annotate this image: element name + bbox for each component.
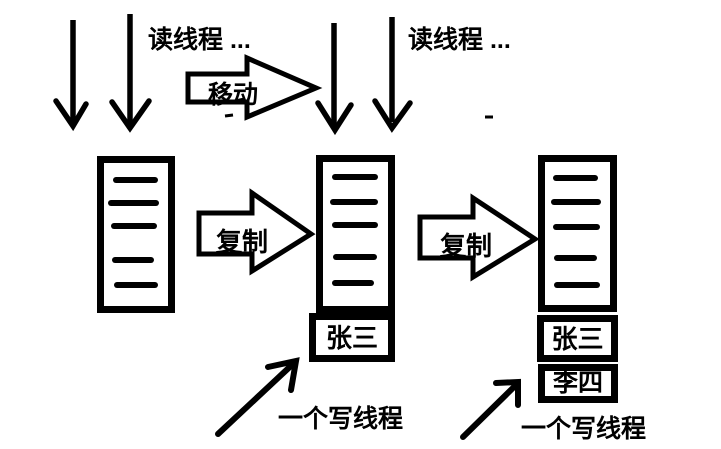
array-slot [333,254,377,260]
array-slot [113,177,158,183]
read-threads-label-left: 读线程 ... [148,26,251,54]
array-stack-first-copy [316,155,395,313]
array-stack-second-copy [538,155,617,312]
array-slot [111,223,157,229]
write-thread-arrow-1 [215,357,300,437]
array-stack-original [97,156,175,313]
array-slot [332,280,374,286]
read-threads-label-middle: 读线程 ... [408,26,511,54]
array-slot [112,257,154,263]
copy-block-arrow-1 [196,188,316,276]
move-block-arrow [185,54,323,121]
write-thread-label-right: 一个写线程 [521,415,647,443]
array-slot [554,282,600,288]
array-slot [332,222,378,228]
copy-block-arrow-2 [417,193,540,282]
read-thread-arrow-3 [315,23,354,136]
array-slot [332,174,378,180]
array-slot [551,199,601,205]
array-slot [114,282,158,288]
copy-arrow-label-2: 复制 [439,231,492,261]
array-slot [108,200,159,206]
cell-label: 张三 [325,322,378,353]
read-thread-arrow-2 [109,14,152,133]
cell-lisi-right: 李四 [538,364,618,403]
read-thread-arrow-4 [372,17,413,133]
cell-zhangsan-right: 张三 [537,315,618,362]
cell-label: 李四 [552,369,603,397]
stray-mark-1 [224,113,234,118]
array-slot [330,199,378,205]
write-thread-arrow-2 [460,378,521,440]
move-arrow-label: 移动 [207,81,258,109]
copy-arrow-label-1: 复制 [215,227,268,257]
cell-label: 张三 [551,323,604,354]
write-thread-label-left: 一个写线程 [278,405,404,433]
array-slot [553,175,598,181]
array-slot [554,255,597,261]
read-thread-arrow-1 [53,20,89,132]
array-slot [553,224,600,230]
cell-zhangsan-middle: 张三 [309,313,395,362]
